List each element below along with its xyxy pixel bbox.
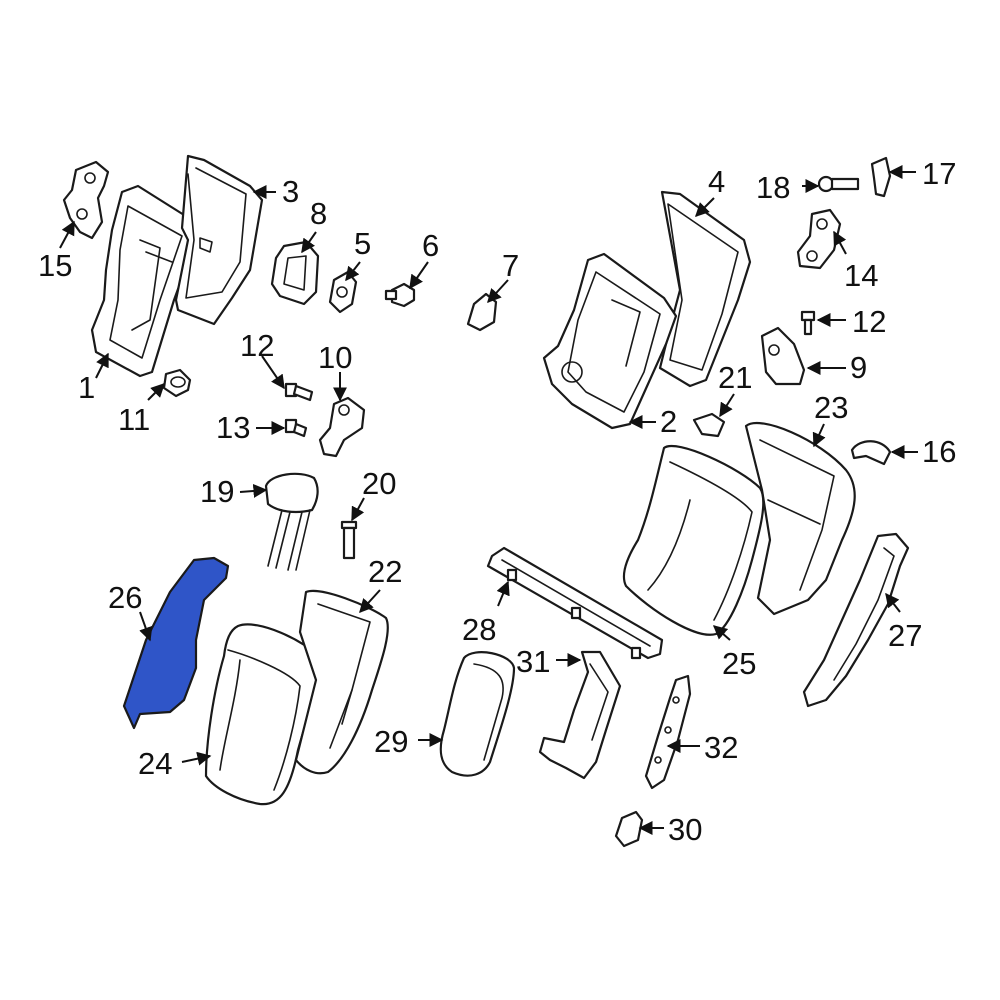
part-11-pin[interactable]	[162, 368, 192, 398]
callout-1: 1	[78, 370, 95, 405]
part-15-bracket[interactable]	[62, 160, 110, 240]
part-5-clip[interactable]	[328, 270, 358, 314]
callout-8: 8	[310, 196, 327, 231]
callout-32: 32	[704, 730, 738, 765]
part-10-hinge[interactable]	[318, 396, 366, 458]
part-31-bracket[interactable]	[538, 650, 622, 780]
part-32-trim-strip[interactable]	[644, 674, 692, 790]
part-29-armrest[interactable]	[439, 651, 516, 777]
callout-2: 2	[660, 404, 677, 439]
callout-21: 21	[718, 360, 752, 395]
callout-7: 7	[502, 248, 519, 283]
callout-16: 16	[922, 434, 956, 469]
part-21-pad[interactable]	[692, 412, 726, 438]
callout-10: 10	[318, 340, 352, 375]
part-6-fastener[interactable]	[384, 282, 416, 308]
part-17-bracket[interactable]	[870, 156, 892, 198]
part-24-seat-cover[interactable]	[204, 623, 321, 806]
callout-18: 18	[756, 170, 790, 205]
callout-labels: 15 1 3 8 5 6 7 12 10 11 13 19 20 26 24 2…	[38, 156, 956, 847]
part-26-side-bolster[interactable]	[122, 556, 230, 730]
callout-5: 5	[354, 226, 371, 261]
callout-31: 31	[516, 644, 550, 679]
callout-13: 13	[216, 410, 250, 445]
callout-28: 28	[462, 612, 496, 647]
leader-lines	[59, 165, 918, 835]
part-12-bolt-right[interactable]	[800, 310, 816, 336]
callout-24: 24	[138, 746, 172, 781]
callout-22: 22	[368, 554, 402, 589]
part-23-seatback-cover[interactable]	[744, 421, 856, 616]
callout-19: 19	[200, 474, 234, 509]
callout-23: 23	[814, 390, 848, 425]
part-4-back-panel[interactable]	[658, 190, 752, 388]
part-2-seatback-frame[interactable]	[542, 252, 678, 430]
part-14-bracket[interactable]	[796, 208, 842, 270]
part-27-side-trim[interactable]	[802, 532, 910, 708]
part-20-guide[interactable]	[340, 520, 358, 560]
callout-11: 11	[118, 402, 150, 437]
callout-25: 25	[722, 646, 756, 681]
part-12-bolt-left[interactable]	[284, 382, 314, 402]
callout-6: 6	[422, 228, 439, 263]
part-3-back-panel[interactable]	[174, 154, 264, 326]
callout-15: 15	[38, 248, 72, 283]
callout-3: 3	[282, 174, 299, 209]
callout-30: 30	[668, 812, 702, 847]
callout-29: 29	[374, 724, 408, 759]
part-30-clip[interactable]	[614, 810, 644, 848]
callout-12-left: 12	[240, 328, 274, 363]
callout-4: 4	[708, 164, 725, 199]
part-26-fill	[122, 556, 230, 730]
callout-9: 9	[850, 350, 867, 385]
part-25-seat-cover[interactable]	[622, 445, 765, 636]
part-28-armrest-rail[interactable]	[486, 546, 664, 660]
callout-12-right: 12	[852, 304, 886, 339]
part-18-bolt[interactable]	[817, 175, 860, 193]
part-8-cover[interactable]	[270, 240, 320, 306]
callout-20: 20	[362, 466, 396, 501]
callout-26: 26	[108, 580, 142, 615]
part-19-headrest[interactable]	[264, 472, 319, 571]
part-16-cover[interactable]	[850, 440, 892, 466]
part-7-clip[interactable]	[466, 292, 498, 332]
callout-17: 17	[922, 156, 956, 191]
part-13-bolt[interactable]	[284, 418, 308, 438]
callout-27: 27	[888, 618, 922, 653]
callout-14: 14	[844, 258, 878, 293]
part-9-bracket[interactable]	[760, 326, 806, 386]
